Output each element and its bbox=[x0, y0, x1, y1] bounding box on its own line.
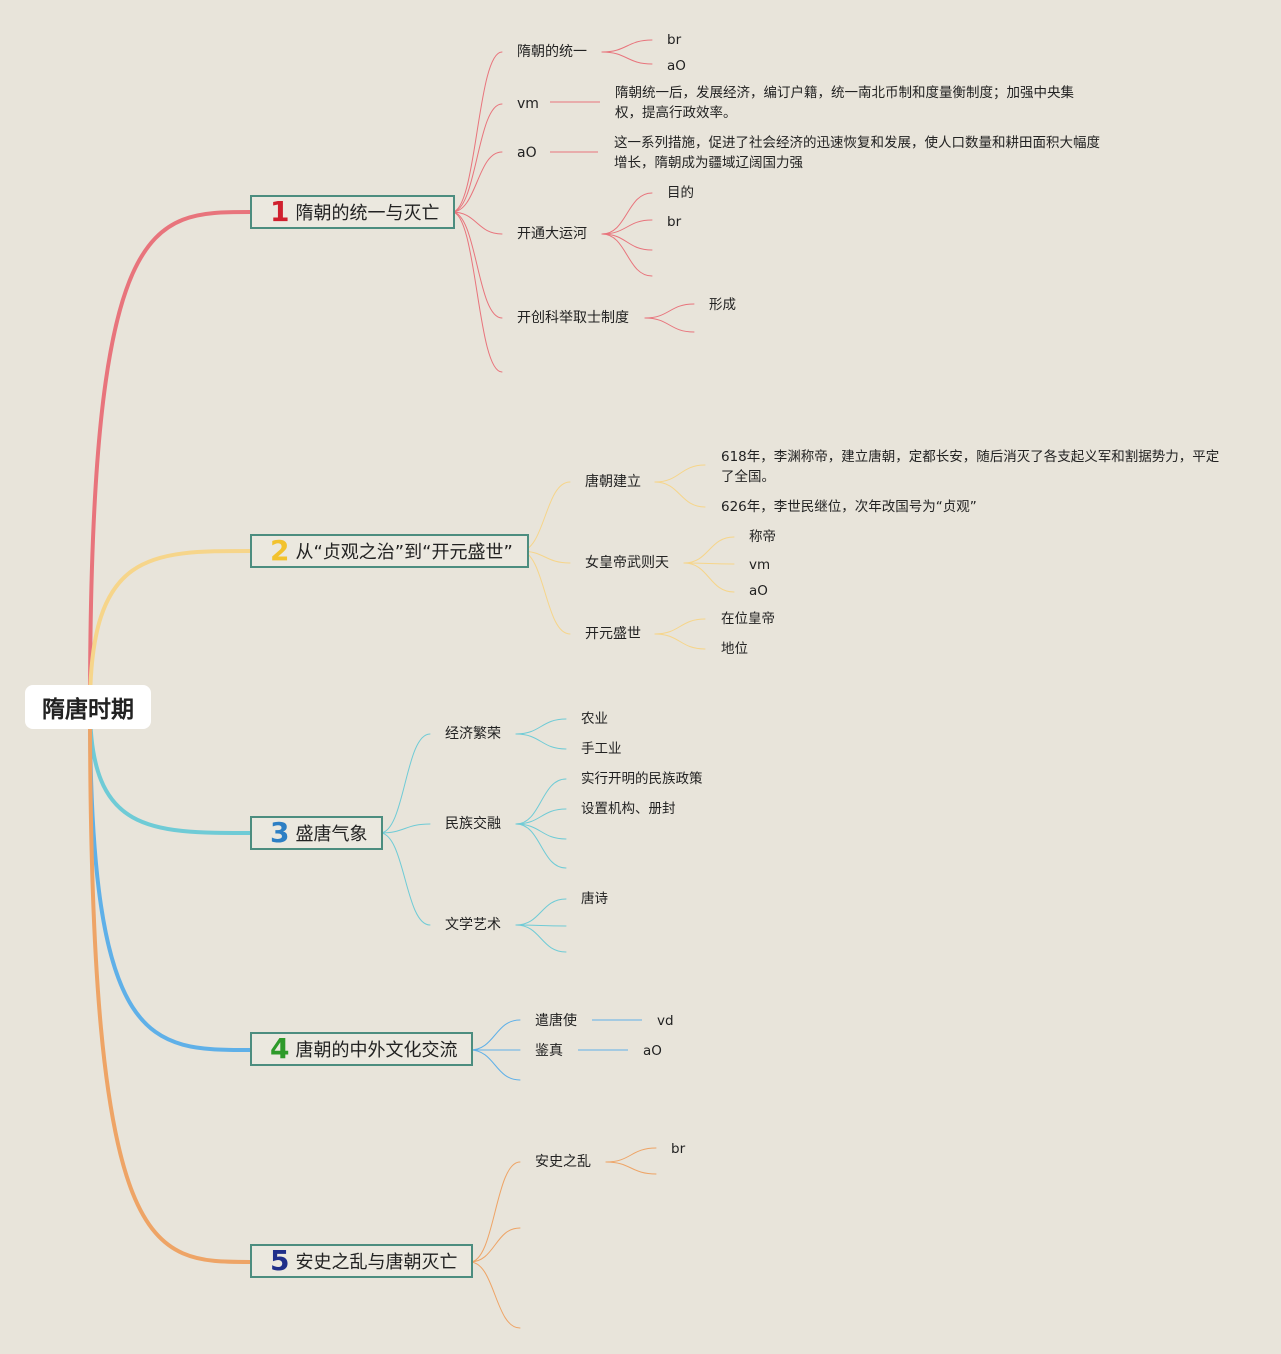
detail-connector bbox=[683, 536, 735, 564]
branch-1-node[interactable]: 1 隋朝的统一与灭亡 bbox=[250, 195, 456, 229]
branch-3-node[interactable]: 3 盛唐气象 bbox=[250, 816, 384, 850]
main-connector bbox=[88, 706, 251, 835]
detail-node[interactable]: 618年，李渊称帝，建立唐朝，定都长安，随后消灭了各支起义军和割据势力，平定了全… bbox=[721, 449, 1220, 485]
detail-connector bbox=[515, 898, 567, 926]
detail-connector bbox=[605, 1161, 657, 1175]
detail-connector bbox=[515, 924, 567, 953]
detail-connector bbox=[644, 303, 695, 319]
detail-connector bbox=[601, 39, 653, 53]
topic-node[interactable]: aO bbox=[517, 145, 537, 161]
detail-connector bbox=[601, 233, 653, 277]
detail-node[interactable]: 实行开明的民族政策 bbox=[581, 771, 703, 787]
detail-node[interactable]: 隋朝统一后，发展经济，编订户籍，统一南北币制和度量衡制度；加强中央集权，提高行政… bbox=[615, 85, 1074, 121]
topic-node[interactable]: vm bbox=[517, 96, 539, 112]
topic-node[interactable]: 开通大运河 bbox=[517, 226, 587, 242]
topic-node[interactable]: 唐朝建立 bbox=[585, 474, 641, 490]
detail-connector bbox=[601, 233, 653, 251]
topic-node[interactable]: 民族交融 bbox=[445, 816, 501, 832]
branch-label: 盛唐气象 bbox=[295, 824, 368, 845]
detail-node[interactable]: 这一系列措施，促进了社会经济的迅速恢复和发展，使人口数量和耕田面积大幅度增长，隋… bbox=[614, 135, 1100, 171]
branch-connector bbox=[379, 832, 431, 926]
detail-node[interactable]: vm bbox=[749, 557, 771, 573]
detail-node[interactable]: aO bbox=[667, 58, 686, 74]
main-connector bbox=[88, 549, 251, 708]
detail-node[interactable]: br bbox=[671, 1141, 686, 1157]
detail-node[interactable]: 唐诗 bbox=[581, 891, 608, 907]
topic-node[interactable]: 安史之乱 bbox=[535, 1154, 591, 1170]
detail-node[interactable]: vd bbox=[657, 1013, 674, 1029]
main-connector bbox=[88, 210, 251, 708]
detail-connector bbox=[515, 823, 567, 840]
topic-node[interactable]: 隋朝的统一 bbox=[517, 44, 587, 60]
branch-connector bbox=[451, 103, 503, 213]
detail-node[interactable]: aO bbox=[749, 583, 768, 599]
branch-connector bbox=[379, 733, 431, 834]
main-connector bbox=[88, 706, 251, 1052]
branch-2-node[interactable]: 2 从“贞观之治”到“开元盛世” bbox=[250, 534, 529, 568]
detail-connector bbox=[605, 1147, 657, 1163]
detail-connector bbox=[515, 778, 567, 825]
branch-number: 1 bbox=[270, 195, 290, 228]
branch-connector bbox=[469, 1227, 521, 1263]
branch-number: 3 bbox=[270, 816, 290, 849]
branch-number: 2 bbox=[270, 534, 290, 567]
detail-connector bbox=[601, 219, 653, 235]
root-node[interactable]: 隋唐时期 bbox=[25, 685, 151, 729]
branch-connector bbox=[469, 1049, 521, 1081]
branch-label: 唐朝的中外文化交流 bbox=[295, 1040, 458, 1061]
topic-node[interactable]: 经济繁荣 bbox=[445, 726, 501, 742]
detail-node[interactable]: 称帝 bbox=[749, 529, 776, 545]
detail-node[interactable]: 农业 bbox=[581, 711, 608, 727]
detail-connector bbox=[515, 733, 567, 750]
branch-connector bbox=[469, 1261, 521, 1329]
detail-node[interactable]: 626年，李世民继位，次年改国号为“贞观” bbox=[721, 499, 977, 515]
detail-connector bbox=[654, 481, 706, 508]
detail-node[interactable]: 在位皇帝 bbox=[721, 611, 775, 627]
detail-connector bbox=[644, 317, 695, 333]
detail-connector bbox=[515, 718, 567, 735]
branch-4-node[interactable]: 4 唐朝的中外文化交流 bbox=[250, 1032, 474, 1066]
detail-node[interactable]: br bbox=[667, 214, 682, 230]
main-connector bbox=[88, 706, 251, 1264]
detail-connector bbox=[654, 464, 706, 483]
branch-connector bbox=[451, 211, 503, 319]
topic-node[interactable]: 遣唐使 bbox=[535, 1013, 577, 1029]
topic-node[interactable]: 开元盛世 bbox=[585, 626, 641, 642]
branch-label: 安史之乱与唐朝灭亡 bbox=[295, 1252, 458, 1273]
branch-connector bbox=[379, 823, 431, 834]
branch-connector bbox=[469, 1019, 521, 1051]
topic-node[interactable]: 女皇帝武则天 bbox=[585, 555, 669, 571]
detail-connector bbox=[654, 618, 706, 635]
branch-connector bbox=[451, 211, 503, 373]
detail-node[interactable]: br bbox=[667, 32, 682, 48]
branch-label: 隋朝的统一与灭亡 bbox=[295, 203, 440, 224]
detail-connector bbox=[654, 633, 706, 650]
branch-connector bbox=[451, 151, 503, 213]
detail-node[interactable]: 目的 bbox=[667, 185, 694, 201]
branch-number: 5 bbox=[270, 1244, 290, 1277]
detail-connector bbox=[683, 562, 735, 593]
topic-node[interactable]: 开创科举取士制度 bbox=[517, 310, 629, 326]
detail-connector bbox=[515, 808, 567, 825]
detail-node[interactable]: 手工业 bbox=[581, 741, 622, 757]
branch-connector bbox=[451, 51, 503, 213]
branch-5-node[interactable]: 5 安史之乱与唐朝灭亡 bbox=[250, 1244, 474, 1278]
topic-node[interactable]: 文学艺术 bbox=[445, 917, 501, 933]
branch-label: 从“贞观之治”到“开元盛世” bbox=[295, 542, 513, 563]
detail-node[interactable]: aO bbox=[643, 1043, 662, 1059]
detail-node[interactable]: 设置机构、册封 bbox=[581, 801, 676, 817]
detail-connector bbox=[515, 823, 567, 869]
branch-number: 4 bbox=[270, 1032, 290, 1065]
branch-connector bbox=[469, 1161, 521, 1263]
branch-connector bbox=[451, 211, 503, 235]
detail-node[interactable]: 地位 bbox=[721, 641, 748, 657]
detail-node[interactable]: 形成 bbox=[709, 297, 736, 313]
detail-connector bbox=[601, 192, 653, 235]
detail-connector bbox=[601, 51, 653, 65]
detail-connector bbox=[683, 562, 735, 565]
topic-node[interactable]: 鉴真 bbox=[535, 1043, 563, 1059]
